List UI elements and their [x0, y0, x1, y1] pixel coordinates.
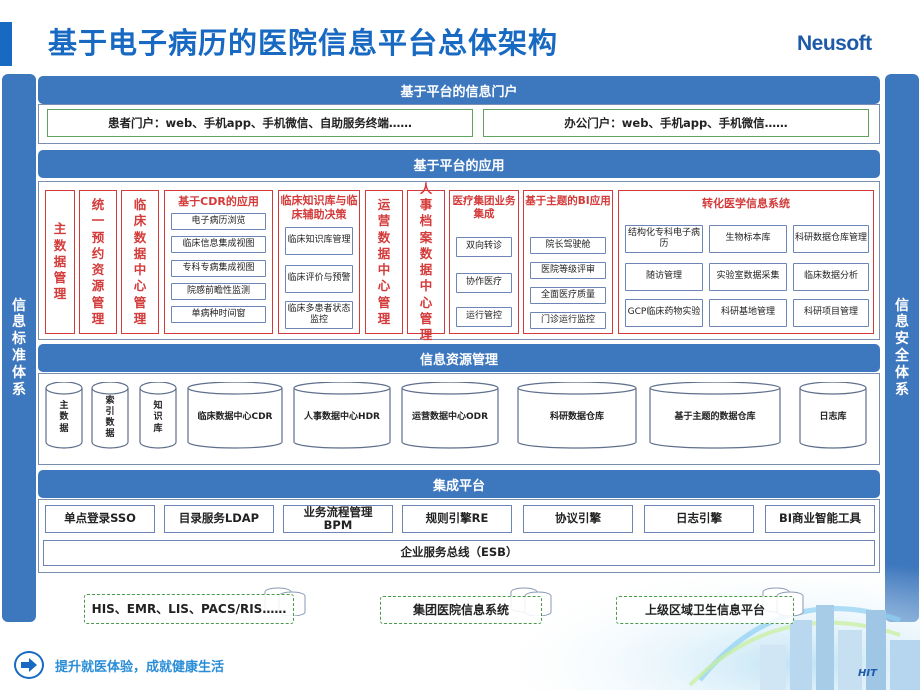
integration-banner: 集成平台 — [38, 470, 880, 498]
data-store-cylinder: 科研数据仓库 — [517, 382, 637, 449]
resources-panel: 主数据 索引数据 知识库 临床数据中心CDR 人事数据中心HDR 运营数据中心ODR 科研数… — [38, 373, 880, 465]
cdr-item: 电子病历浏览 — [171, 213, 266, 230]
bi-tool-component: BI商业智能工具 — [765, 505, 875, 533]
side-security: 信息安全体系 — [885, 74, 919, 622]
knowledge-apps-title: 临床知识库与临床辅助决策 — [280, 194, 358, 221]
trans-item: 结构化专科电子病历 — [625, 225, 703, 253]
translational-apps-title: 转化医学信息系统 — [702, 197, 790, 210]
trans-item: 实验室数据采集 — [709, 263, 787, 291]
bi-item: 院长驾驶舱 — [530, 237, 606, 254]
data-store-label: 知识库 — [153, 401, 163, 434]
data-store-label: 运营数据中心ODR — [411, 412, 489, 423]
data-store-cylinder: 基于主题的数据仓库 — [649, 382, 781, 449]
protocol-engine-component: 协议引擎 — [523, 505, 633, 533]
knowledge-item: 临床知识库管理 — [285, 227, 353, 255]
apps-banner: 基于平台的应用 — [38, 150, 880, 178]
apps-panel: 主数据管理 统一预约资源管理 临床数据中心管理 基于CDR的应用 电子病历浏览 … — [38, 181, 880, 342]
data-store-label: 索引数据 — [105, 395, 115, 440]
cdr-item: 院感前瞻性监测 — [171, 283, 266, 300]
rule-engine-component: 规则引擎RE — [402, 505, 512, 533]
app-ops-center: 运营数据中心管理 — [365, 190, 403, 334]
resources-header: 信息资源管理 — [419, 352, 498, 368]
trans-item: 科研基地管理 — [709, 299, 787, 327]
integration-panel: 单点登录SSO 目录服务LDAP 业务流程管理BPM 规则引擎RE 协议引擎 日… — [38, 499, 880, 573]
data-store-cylinder: 主数据 — [45, 382, 83, 449]
hit-logo: HIT — [858, 668, 877, 679]
office-portal: 办公门户：web、手机app、手机微信…… — [483, 109, 869, 137]
bi-item: 门诊运行监控 — [530, 312, 606, 329]
app-clinical-center: 临床数据中心管理 — [121, 190, 159, 334]
side-standards-label: 信息标准体系 — [12, 297, 26, 398]
title-accent-bar — [0, 22, 12, 66]
arrow-right-icon — [14, 651, 44, 679]
translational-apps: 转化医学信息系统 结构化专科电子病历 生物标本库 科研数据仓库管理 随访管理 实… — [618, 190, 874, 334]
app-hr-center: 人事档案数据中心管理 — [407, 181, 445, 342]
data-store-cylinder: 索引数据 — [91, 382, 129, 449]
external-regional-platform: 上级区域卫生信息平台 — [616, 596, 794, 624]
trans-item: 生物标本库 — [709, 225, 787, 253]
app-appointment-label: 统一预约资源管理 — [91, 197, 105, 326]
app-hr-center-label: 人事档案数据中心管理 — [419, 180, 433, 342]
footer-slogan: 提升就医体验，成就健康生活 — [55, 660, 225, 675]
external-his-systems: HIS、EMR、LIS、PACS/RIS…… — [84, 594, 294, 624]
integration-header: 集成平台 — [432, 478, 485, 494]
trans-item: 科研项目管理 — [793, 299, 869, 327]
log-engine-component: 日志引擎 — [644, 505, 754, 533]
trans-item: 科研数据仓库管理 — [793, 225, 869, 253]
cdr-item: 临床信息集成视图 — [171, 236, 266, 253]
knowledge-apps: 临床知识库与临床辅助决策 临床知识库管理 临床评价与预警 临床多患者状态监控 — [278, 190, 360, 334]
trans-item: GCP临床药物实验 — [625, 299, 703, 327]
external-group-systems: 集团医院信息系统 — [380, 596, 542, 624]
trans-item: 临床数据分析 — [793, 263, 869, 291]
page-title: 基于电子病历的医院信息平台总体架构 — [48, 26, 559, 60]
cdr-item: 单病种时间窗 — [171, 306, 266, 323]
data-store-cylinder: 日志库 — [799, 382, 867, 449]
data-store-label: 基于主题的数据仓库 — [674, 412, 756, 423]
app-ops-center-label: 运营数据中心管理 — [377, 197, 391, 326]
app-master-data: 主数据管理 — [45, 190, 75, 334]
group-item: 运行管控 — [456, 307, 512, 327]
app-master-data-label: 主数据管理 — [53, 221, 67, 302]
data-store-label: 临床数据中心CDR — [197, 412, 273, 423]
city-skyline-decoration — [520, 560, 920, 690]
trans-item: 随访管理 — [625, 263, 703, 291]
bi-item: 全面医疗质量 — [530, 287, 606, 304]
portal-header: 基于平台的信息门户 — [400, 84, 518, 100]
neusoft-logo: Neusoft — [797, 32, 872, 55]
data-store-cylinder: 临床数据中心CDR — [187, 382, 283, 449]
portal-banner: 基于平台的信息门户 — [38, 76, 880, 104]
data-store-label: 日志库 — [819, 412, 847, 423]
ldap-component: 目录服务LDAP — [164, 505, 274, 533]
group-item: 协作医疗 — [456, 273, 512, 293]
bi-item: 医院等级评审 — [530, 262, 606, 279]
app-appointment: 统一预约资源管理 — [79, 190, 117, 334]
app-clinical-center-label: 临床数据中心管理 — [133, 197, 147, 326]
sso-component: 单点登录SSO — [45, 505, 155, 533]
data-store-label: 科研数据仓库 — [549, 412, 604, 423]
group-apps-title: 医疗集团业务集成 — [452, 195, 516, 221]
cdr-apps-title: 基于CDR的应用 — [178, 195, 259, 208]
portal-panel: 患者门户：web、手机app、手机微信、自助服务终端…… 办公门户：web、手机… — [38, 104, 880, 144]
side-security-label: 信息安全体系 — [895, 297, 909, 398]
patient-portal: 患者门户：web、手机app、手机微信、自助服务终端…… — [47, 109, 473, 137]
bpm-component: 业务流程管理BPM — [283, 505, 393, 533]
knowledge-item: 临床多患者状态监控 — [285, 301, 353, 329]
apps-header: 基于平台的应用 — [413, 158, 505, 174]
cdr-apps: 基于CDR的应用 电子病历浏览 临床信息集成视图 专科专病集成视图 院感前瞻性监… — [164, 190, 273, 334]
bi-apps-title: 基于主题的BI应用 — [525, 195, 611, 207]
group-item: 双向转诊 — [456, 237, 512, 257]
knowledge-item: 临床评价与预警 — [285, 265, 353, 293]
data-store-label: 主数据 — [59, 401, 69, 434]
data-store-cylinder: 运营数据中心ODR — [401, 382, 499, 449]
data-store-cylinder: 知识库 — [139, 382, 177, 449]
side-standards: 信息标准体系 — [2, 74, 36, 622]
resources-banner: 信息资源管理 — [38, 344, 880, 372]
data-store-label: 人事数据中心HDR — [304, 412, 380, 423]
data-store-cylinder: 人事数据中心HDR — [293, 382, 391, 449]
cdr-item: 专科专病集成视图 — [171, 260, 266, 277]
group-apps: 医疗集团业务集成 双向转诊 协作医疗 运行管控 — [449, 190, 519, 334]
bi-apps: 基于主题的BI应用 院长驾驶舱 医院等级评审 全面医疗质量 门诊运行监控 — [523, 190, 613, 334]
